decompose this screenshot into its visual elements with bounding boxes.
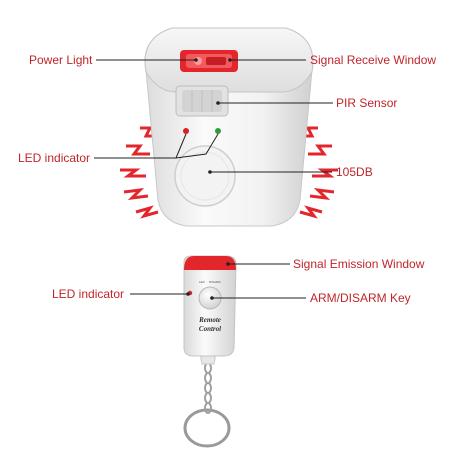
speaker-grille <box>174 145 236 207</box>
remote-brand-line2: Control <box>199 325 221 333</box>
label-led-indicator-sensor: LED indicator <box>18 151 91 165</box>
remote-brand-line1: Remote <box>198 316 221 324</box>
led-red-icon <box>183 128 189 134</box>
label-signal-emission-window: Signal Emission Window <box>293 257 425 271</box>
key-ring-icon <box>183 408 231 448</box>
label-signal-receive-window: Signal Receive Window <box>310 53 437 67</box>
label-pir-sensor: PIR Sensor <box>336 96 398 110</box>
leader-dots <box>186 58 232 300</box>
label-105db: 105DB <box>336 165 373 179</box>
label-arm-disarm-key: ARM/DISARM Key <box>310 291 411 305</box>
sound-burst-marks <box>120 126 338 219</box>
signal-emission-window <box>184 256 236 270</box>
leader-lines <box>94 59 333 299</box>
remote-small-right: DISARM <box>209 280 221 284</box>
chain-icon <box>204 362 212 414</box>
label-led-indicator-remote: LED indicator <box>52 287 125 301</box>
remote-unit <box>183 255 237 448</box>
remote-small-left: LED <box>199 280 206 284</box>
sensor-unit <box>120 27 338 227</box>
led-green-icon <box>215 128 221 134</box>
label-power-light: Power Light <box>29 53 93 67</box>
